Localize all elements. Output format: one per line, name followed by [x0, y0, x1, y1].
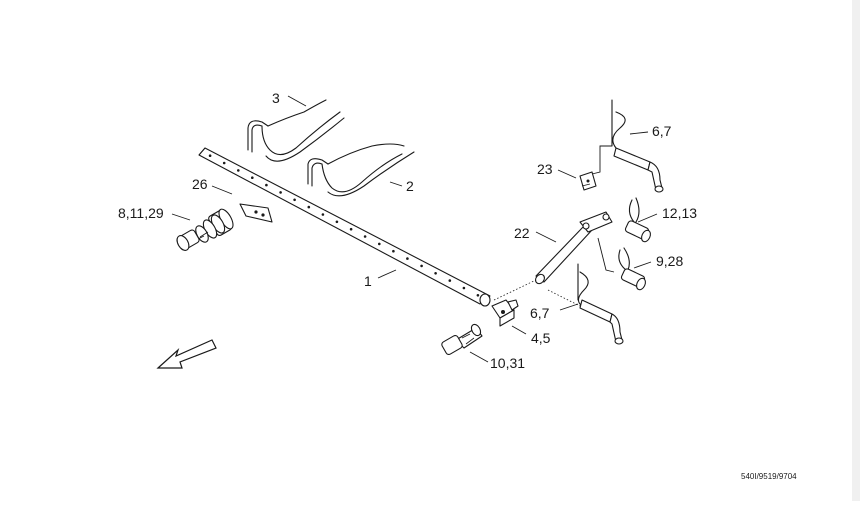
bar-hole — [434, 272, 437, 275]
spring-tine-part-3 — [247, 99, 345, 162]
bar-hole — [222, 161, 226, 165]
perforated-tine-bar-part-1 — [198, 147, 491, 307]
clamp-part-4-5 — [491, 299, 519, 327]
bar-hole — [237, 169, 240, 172]
pin-part-12-13 — [624, 197, 651, 243]
pin-with-clip-part-6-7-top — [591, 99, 664, 193]
bar-hole — [406, 257, 409, 260]
callout-label-3: 3 — [272, 90, 280, 106]
spring-tine-part-2 — [307, 143, 415, 197]
callout-label-1: 1 — [364, 273, 372, 289]
adjustment-lever-part-22 — [535, 211, 613, 285]
pin-with-clip-part-6-7-bottom — [577, 263, 624, 345]
callout-label-2: 2 — [406, 178, 414, 194]
pin-part-9-28 — [597, 237, 646, 291]
bar-hole — [462, 286, 466, 290]
bar-hole — [279, 191, 282, 194]
bar-hole — [420, 264, 423, 268]
bar-hole — [307, 205, 311, 209]
bar-hole — [251, 176, 254, 179]
bolt-part-10-31 — [441, 323, 483, 356]
bar-hole — [448, 279, 452, 282]
bolt-assembly-left — [176, 208, 234, 251]
drawing-reference: 540I/9519/9704 — [741, 472, 797, 481]
callout-label-6-7-top: 6,7 — [652, 123, 672, 139]
bar-hole — [265, 183, 268, 187]
bar-hole — [208, 154, 212, 157]
callout-label-10-31: 10,31 — [490, 355, 525, 371]
callout-label-22: 22 — [514, 225, 530, 241]
callout-label-12-13: 12,13 — [662, 205, 697, 221]
callout-label-8-11-29: 8,11,29 — [118, 205, 164, 221]
callout-label-9-28: 9,28 — [656, 253, 683, 269]
callout-label-6-7-bottom: 6,7 — [530, 305, 550, 321]
small-bracket-part-23 — [579, 171, 597, 191]
bar-hole — [349, 227, 353, 231]
bar-hole — [321, 213, 325, 216]
bar-hole — [378, 242, 381, 246]
callout-label-23: 23 — [537, 161, 553, 177]
callout-leader-lines — [171, 95, 658, 363]
bracket-plate-part-26 — [239, 203, 273, 223]
callout-label-4-5: 4,5 — [531, 330, 551, 346]
direction-arrow-icon — [156, 339, 217, 369]
callout-label-26: 26 — [192, 176, 208, 192]
bar-hole — [392, 249, 395, 253]
bar-hole — [363, 235, 367, 238]
bar-hole — [476, 294, 480, 297]
bar-hole — [293, 198, 296, 202]
bar-hole — [335, 220, 339, 224]
